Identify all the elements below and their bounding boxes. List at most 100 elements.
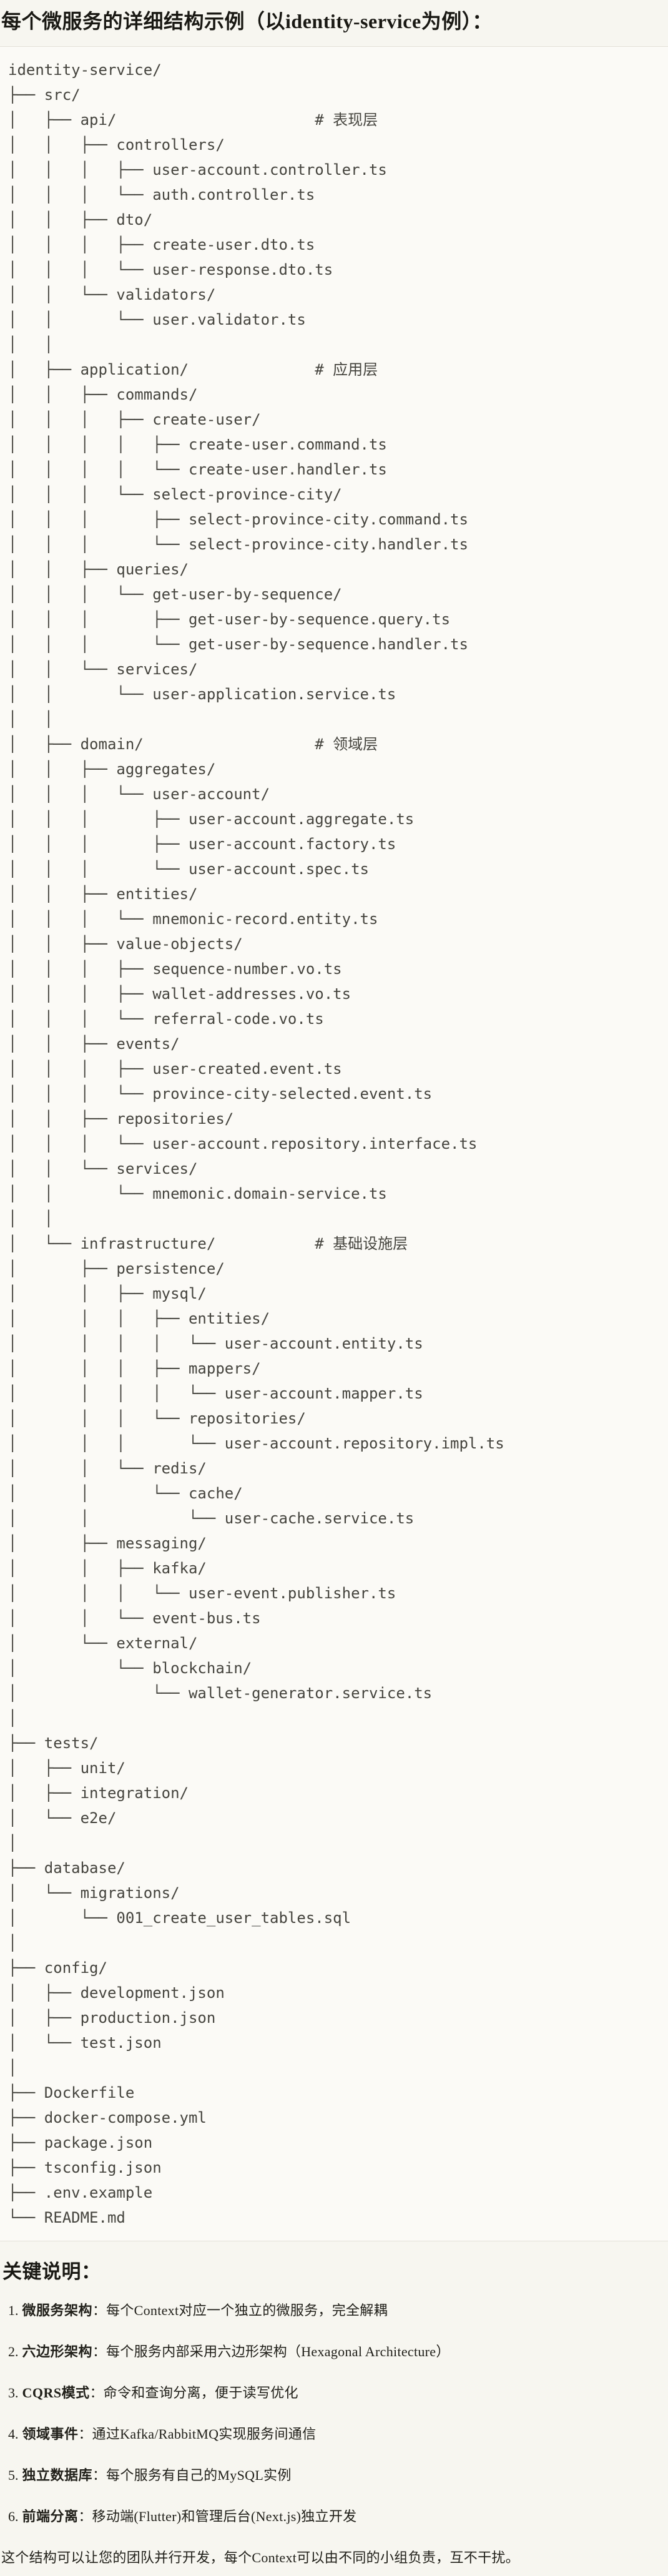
tree-line: │ └── wallet-generator.service.ts	[8, 1684, 433, 1702]
tree-line: │	[8, 1934, 17, 1952]
note-number: 5.	[8, 2467, 19, 2483]
tree-line: │ │ │ ├── user-created.event.ts	[8, 1060, 342, 1078]
tree-line: │ │ │ └── select-province-city.handler.t…	[8, 536, 468, 553]
tree-line: │ ├── application/ # 应用层	[8, 361, 378, 378]
tree-line: │ │ ├── kafka/	[8, 1560, 207, 1577]
note-number: 3.	[8, 2385, 19, 2401]
note-text: 每个Context对应一个独立的微服务，完全解耦	[106, 2303, 388, 2318]
tree-line: │ │ ├── value-objects/	[8, 935, 243, 953]
tree-line: │ └── external/	[8, 1635, 198, 1652]
note-item: 5.独立数据库：每个服务有自己的MySQL实例	[8, 2466, 664, 2485]
tree-line: │ │ └── user.validator.ts	[8, 311, 306, 328]
tree-line: │ ├── api/ # 表现层	[8, 111, 378, 129]
tree-line: │ │ └── validators/	[8, 286, 216, 303]
note-text: 通过Kafka/RabbitMQ实现服务间通信	[92, 2426, 317, 2442]
notes-heading: 关键说明：	[2, 2261, 101, 2283]
tree-line: │ │ └── mnemonic.domain-service.ts	[8, 1185, 387, 1202]
tree-line: │ │ │ └── referral-code.vo.ts	[8, 1010, 324, 1028]
tree-line: │ │ │ ├── mappers/	[8, 1360, 261, 1377]
tree-line: │ │ │ ├── user-account.factory.ts	[8, 835, 396, 853]
tree-line: │ │ │ └── auth.controller.ts	[8, 186, 315, 204]
note-number: 1.	[8, 2303, 19, 2318]
tree-line: │ ├── production.json	[8, 2009, 216, 2027]
tree-line: │ └── e2e/	[8, 1809, 117, 1827]
tree-line: │ │	[8, 1210, 54, 1227]
tree-line: │ │ ├── controllers/	[8, 136, 225, 154]
note-text: 每个服务内部采用六边形架构（Hexagonal Architecture）	[106, 2344, 450, 2359]
note-separator: ：	[78, 2509, 92, 2524]
note-separator: ：	[92, 2344, 107, 2359]
tree-line: │ │ ├── aggregates/	[8, 760, 216, 778]
tree-line: ├── Dockerfile	[8, 2084, 135, 2102]
note-text: 命令和查询分离，便于读写优化	[103, 2385, 298, 2401]
note-label: 前端分离	[22, 2509, 79, 2524]
tree-line: │ ├── messaging/	[8, 1535, 207, 1552]
tree-line: │ ├── unit/	[8, 1759, 125, 1777]
tree-line: ├── tests/	[8, 1734, 99, 1752]
tree-line: │ │ └── user-application.service.ts	[8, 686, 396, 703]
tree-line: └── README.md	[8, 2209, 125, 2226]
tree-line: │ │ │ └── user-response.dto.ts	[8, 261, 333, 278]
tree-line: │ │ │ ├── select-province-city.command.t…	[8, 511, 468, 528]
tree-line: identity-service/	[8, 61, 162, 79]
note-item: 2.六边形架构：每个服务内部采用六边形架构（Hexagonal Architec…	[8, 2342, 664, 2361]
note-number: 4.	[8, 2426, 19, 2442]
tree-line: │ │ │ ├── get-user-by-sequence.query.ts	[8, 611, 451, 628]
tree-line: ├── docker-compose.yml	[8, 2109, 207, 2126]
tree-line: │ ├── integration/	[8, 1784, 189, 1802]
tree-line: │ │ │ │ └── user-account.entity.ts	[8, 1335, 423, 1352]
tree-line: │ │ └── user-cache.service.ts	[8, 1510, 415, 1527]
tree-line: │ │ │ └── select-province-city/	[8, 486, 342, 503]
note-text: 移动端(Flutter)和管理后台(Next.js)独立开发	[92, 2509, 357, 2524]
note-separator: ：	[89, 2385, 104, 2401]
tree-line: ├── src/	[8, 86, 81, 104]
tree-line: │ │ │ └── user-account.repository.impl.t…	[8, 1435, 504, 1452]
tree-line: │ │ ├── events/	[8, 1035, 180, 1053]
tree-line: │	[8, 2059, 17, 2077]
tree-line: │ │ │ ├── entities/	[8, 1310, 270, 1327]
tree-line: │ │ │ ├── user-account.controller.ts	[8, 161, 387, 179]
tree-line: │ └── infrastructure/ # 基础设施层	[8, 1235, 408, 1252]
tree-line: │ │ │ └── user-account/	[8, 785, 270, 803]
tree-line: │ │ │ ├── create-user/	[8, 411, 261, 428]
closing-paragraph: 这个结构可以让您的团队并行开发，每个Context可以由不同的小组负责，互不干扰…	[1, 2550, 519, 2565]
page-title: 每个微服务的详细结构示例（以identity-service为例）：	[1, 10, 493, 32]
tree-line: │ │ └── redis/	[8, 1460, 207, 1477]
tree-line: │ │	[8, 710, 54, 728]
tree-line: │ │ │ │ ├── create-user.command.ts	[8, 436, 387, 453]
tree-line: ├── package.json	[8, 2134, 153, 2151]
tree-line: │ └── migrations/	[8, 1884, 180, 1902]
note-label: 六边形架构	[22, 2344, 93, 2359]
tree-line: │ │ │ └── user-account.spec.ts	[8, 860, 369, 878]
tree-line: │ │ │ ├── wallet-addresses.vo.ts	[8, 985, 351, 1003]
tree-line: │ ├── development.json	[8, 1984, 225, 2002]
tree-line: │ │ │ └── repositories/	[8, 1410, 306, 1427]
tree-line: │ │ ├── entities/	[8, 885, 198, 903]
tree-line: │ │ ├── repositories/	[8, 1110, 234, 1128]
tree-line: │	[8, 1709, 17, 1727]
tree-line: │	[8, 1834, 17, 1852]
note-item: 3.CQRS模式：命令和查询分离，便于读写优化	[8, 2384, 664, 2402]
tree-line: │ │ │ │ └── user-account.mapper.ts	[8, 1385, 423, 1402]
tree-line: │ │ │ │ └── create-user.handler.ts	[8, 461, 387, 478]
tree-line: │ │ ├── queries/	[8, 561, 189, 578]
note-text: 每个服务有自己的MySQL实例	[106, 2467, 292, 2483]
tree-line: │ │	[8, 336, 54, 353]
note-label: 微服务架构	[22, 2303, 93, 2318]
tree-line: │ │ └── cache/	[8, 1485, 243, 1502]
tree-line: │ └── blockchain/	[8, 1659, 252, 1677]
tree-line: │ │ └── services/	[8, 661, 198, 678]
file-tree-code-block: identity-service/ ├── src/ │ ├── api/ # 表现…	[0, 46, 668, 2241]
tree-line: │ │ │ └── user-account.repository.interf…	[8, 1135, 478, 1153]
note-item: 6.前端分离：移动端(Flutter)和管理后台(Next.js)独立开发	[8, 2507, 664, 2526]
tree-line: ├── .env.example	[8, 2184, 153, 2201]
note-number: 6.	[8, 2509, 19, 2524]
tree-line: │ │ │ ├── sequence-number.vo.ts	[8, 960, 342, 978]
note-item: 1.微服务架构：每个Context对应一个独立的微服务，完全解耦	[8, 2301, 664, 2320]
note-number: 2.	[8, 2344, 19, 2359]
note-label: CQRS模式	[22, 2385, 90, 2401]
tree-line: │ │ │ └── mnemonic-record.entity.ts	[8, 910, 378, 928]
tree-line: │ │ ├── mysql/	[8, 1285, 207, 1302]
tree-line: │ │ │ └── get-user-by-sequence.handler.t…	[8, 636, 468, 653]
